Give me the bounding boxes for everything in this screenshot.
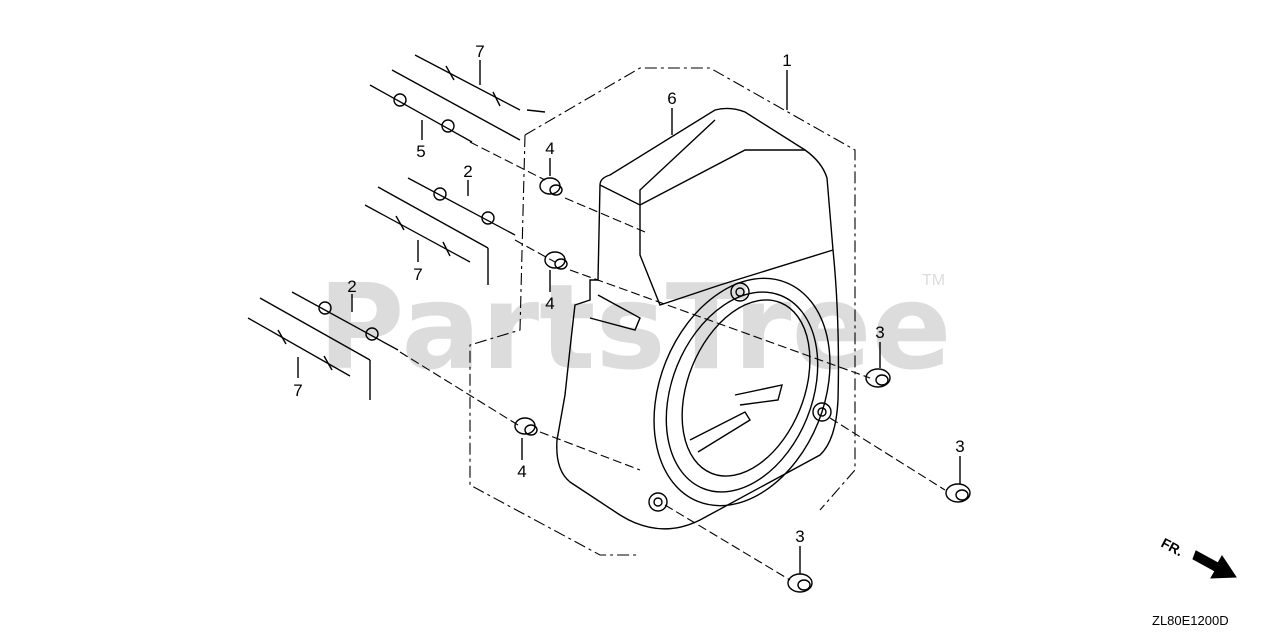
diagram-code: ZL80E1200D [1152,613,1229,628]
stud-bolt-7-middle-icon [364,204,471,263]
callout-3-middle: 3 [955,437,964,456]
watermark-text: PartsTree [318,258,952,396]
direction-label: FR. [1159,535,1186,560]
fan-cover-icon [556,107,840,530]
stud-bolt-7-bottom-icon [247,317,351,377]
callout-2-upper: 2 [463,162,472,181]
callout-2-lower: 2 [347,277,356,296]
callout-4-top: 4 [545,139,554,158]
stud-bolt-5-icon [369,84,473,143]
callout-3-top: 3 [875,323,884,342]
callout-4-middle: 4 [545,294,554,313]
callout-5: 5 [416,142,425,161]
callout-6: 6 [667,89,676,108]
grommet-4-top-icon [539,177,563,196]
watermark-trademark: TM [922,272,945,289]
assembly-outline [469,67,856,556]
grommet-4-middle-icon [544,251,568,270]
callout-stems [297,60,961,574]
grommet-4-bottom-icon [514,417,538,436]
callout-7-bottom: 7 [293,381,302,400]
flange-bolt-2-lower-icon [259,291,399,400]
stud-bolt-7-top-icon [391,54,546,141]
flange-nut-3-middle-icon [945,483,971,503]
callout-7-top: 7 [475,42,484,61]
callout-3-bottom: 3 [795,527,804,546]
callout-1: 1 [782,51,791,70]
callout-4-bottom: 4 [517,462,526,481]
flange-bolt-2-upper-icon [377,177,516,285]
direction-indicator: FR. [1159,535,1237,579]
callout-7-middle: 7 [413,265,422,284]
flange-nut-3-bottom-icon [787,573,813,593]
flange-nut-3-top-icon [865,368,891,388]
direction-arrow-icon [1192,550,1237,579]
